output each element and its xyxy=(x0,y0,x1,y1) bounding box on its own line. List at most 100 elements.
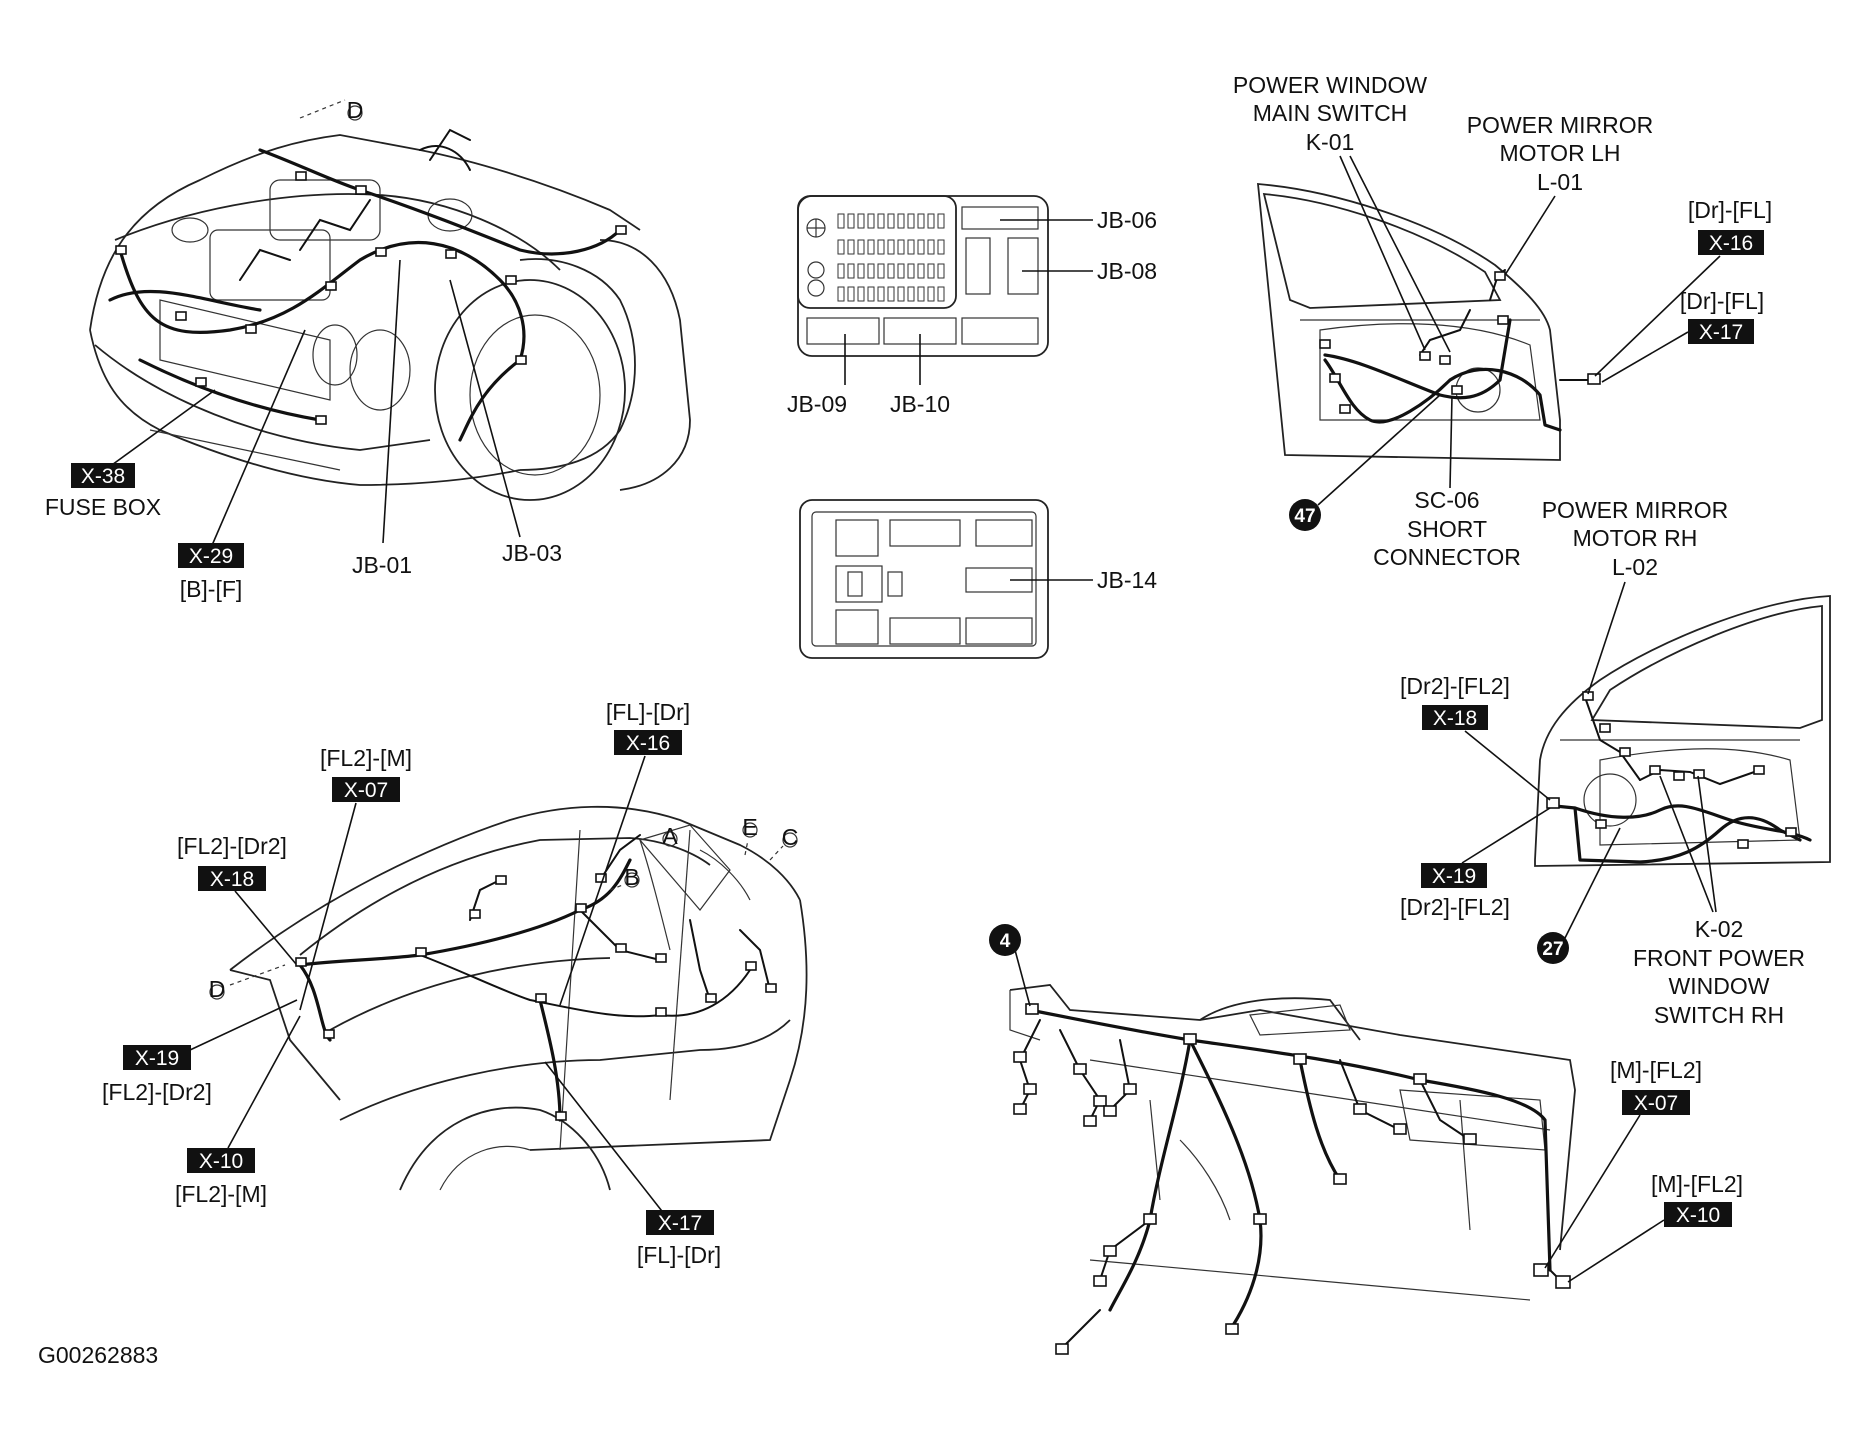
floor-harness-illustration: D A B C E xyxy=(209,805,808,1191)
label-main-x10-pair: [M]-[FL2] xyxy=(1651,1171,1743,1197)
label-jb08: JB-08 xyxy=(1097,258,1157,284)
fuse-slot xyxy=(877,239,885,255)
front-door-rh-illustration xyxy=(1534,595,1831,867)
fuse-slot xyxy=(887,286,895,302)
fuse-slot xyxy=(847,239,855,255)
tag-lh-x17-text: X-17 xyxy=(1699,321,1743,344)
fuse-slot xyxy=(837,239,845,255)
fuse-slot xyxy=(917,213,925,229)
badge-27-text: 27 xyxy=(1542,939,1563,960)
label-mirror-lh-line2: MOTOR LH xyxy=(1500,140,1621,166)
fuse-slot xyxy=(867,213,875,229)
fuse-slot xyxy=(867,263,875,279)
tag-lh-x16-text: X-16 xyxy=(1709,232,1753,255)
fuse-slot xyxy=(857,239,865,255)
tag-x29 xyxy=(178,543,244,568)
front-door-rh-labels: POWER MIRROR MOTOR RH L-02 [Dr2]-[FL2] X… xyxy=(1400,497,1805,1028)
fuse-slot xyxy=(897,213,905,229)
main-harness-labels: 4 [M]-[FL2] X-07 [M]-[FL2] X-10 xyxy=(989,924,1743,1283)
fuse-slot xyxy=(837,286,845,302)
tag-main-x07-text: X-07 xyxy=(1634,1092,1678,1115)
label-pw-main-switch-line1: POWER WINDOW xyxy=(1233,72,1427,98)
fuse-slot xyxy=(847,286,855,302)
tag-floor-x17 xyxy=(646,1210,714,1235)
label-floor-x07-pair: [FL2]-[M] xyxy=(320,745,412,771)
badge-4 xyxy=(989,924,1021,956)
label-k02-line4: SWITCH RH xyxy=(1654,1002,1784,1028)
fuse-slot xyxy=(897,239,905,255)
tag-floor-x10-text: X-10 xyxy=(199,1150,243,1173)
junction-box-1 xyxy=(797,195,1049,357)
tag-floor-x07 xyxy=(332,777,400,802)
label-lh-x16-pair: [Dr]-[FL] xyxy=(1688,197,1772,223)
fuse-slot xyxy=(927,263,935,279)
label-sc06: SC-06 xyxy=(1414,487,1479,513)
label-mirror-rh-line2: MOTOR RH xyxy=(1573,525,1698,551)
label-jb14: JB-14 xyxy=(1097,567,1157,593)
label-l02: L-02 xyxy=(1612,554,1658,580)
fuse-slot xyxy=(897,263,905,279)
label-jb10: JB-10 xyxy=(890,391,950,417)
fuse-slot xyxy=(877,286,885,302)
fuse-slot xyxy=(877,213,885,229)
label-x29-pair: [B]-[F] xyxy=(180,576,243,602)
fuse-slot xyxy=(937,213,945,229)
figure-id: G00262883 xyxy=(38,1342,158,1368)
label-k02: K-02 xyxy=(1695,916,1744,942)
junction-box-2 xyxy=(799,499,1049,659)
fuse-slot xyxy=(917,286,925,302)
fuse-slot xyxy=(887,239,895,255)
tag-floor-x16-text: X-16 xyxy=(626,732,670,755)
label-jb06: JB-06 xyxy=(1097,207,1157,233)
tag-x38 xyxy=(71,463,135,488)
label-connector: CONNECTOR xyxy=(1373,544,1521,570)
fuse-grid xyxy=(837,213,945,302)
junction-box-1-labels: JB-06 JB-08 JB-09 JB-10 xyxy=(787,207,1157,417)
dash-connectors xyxy=(1013,1003,1571,1355)
label-k01: K-01 xyxy=(1306,129,1355,155)
fuse-slot xyxy=(907,213,915,229)
fuse-slot xyxy=(937,263,945,279)
tag-rh-x18 xyxy=(1422,705,1488,730)
tag-floor-x19-text: X-19 xyxy=(135,1047,179,1070)
floor-ref-c: C xyxy=(782,824,799,850)
fuse-slot xyxy=(927,239,935,255)
junction-box-2-labels: JB-14 xyxy=(1010,567,1157,593)
tag-main-x07 xyxy=(1622,1090,1690,1115)
fuse-slot xyxy=(887,263,895,279)
engine-bay-illustration: D xyxy=(89,97,691,501)
fuse-slot xyxy=(917,263,925,279)
floor-connectors xyxy=(295,873,777,1121)
fuse-slot xyxy=(927,213,935,229)
label-rh-x18-pair: [Dr2]-[FL2] xyxy=(1400,673,1510,699)
label-jb09: JB-09 xyxy=(787,391,847,417)
fuse-slot xyxy=(867,239,875,255)
fuse-slot xyxy=(917,239,925,255)
label-mirror-rh-line1: POWER MIRROR xyxy=(1542,497,1729,523)
floor-ref-b: B xyxy=(624,864,639,890)
label-floor-x10-pair: [FL2]-[M] xyxy=(175,1181,267,1207)
label-k02-line3: WINDOW xyxy=(1669,973,1770,999)
fuse-slot xyxy=(937,239,945,255)
main-harness-illustration xyxy=(1009,984,1576,1355)
tag-floor-x18 xyxy=(198,866,266,891)
fuse-slot xyxy=(837,213,845,229)
label-k02-line2: FRONT POWER xyxy=(1633,945,1805,971)
tag-floor-x18-text: X-18 xyxy=(210,868,254,891)
engine-connectors xyxy=(115,171,627,425)
label-short: SHORT xyxy=(1407,516,1487,542)
label-main-x07-pair: [M]-[FL2] xyxy=(1610,1057,1702,1083)
label-floor-x16-pair: [FL]-[Dr] xyxy=(606,699,690,725)
tag-main-x10 xyxy=(1664,1202,1732,1227)
fuse-slot xyxy=(847,213,855,229)
badge-4-text: 4 xyxy=(1000,931,1011,952)
fuse-slot xyxy=(897,286,905,302)
tag-floor-x10 xyxy=(187,1148,255,1173)
tag-x29-text: X-29 xyxy=(189,545,233,568)
fuse-slot xyxy=(937,286,945,302)
badge-27 xyxy=(1537,932,1569,964)
badge-47 xyxy=(1289,499,1321,531)
label-mirror-lh-line1: POWER MIRROR xyxy=(1467,112,1654,138)
label-l01: L-01 xyxy=(1537,169,1583,195)
